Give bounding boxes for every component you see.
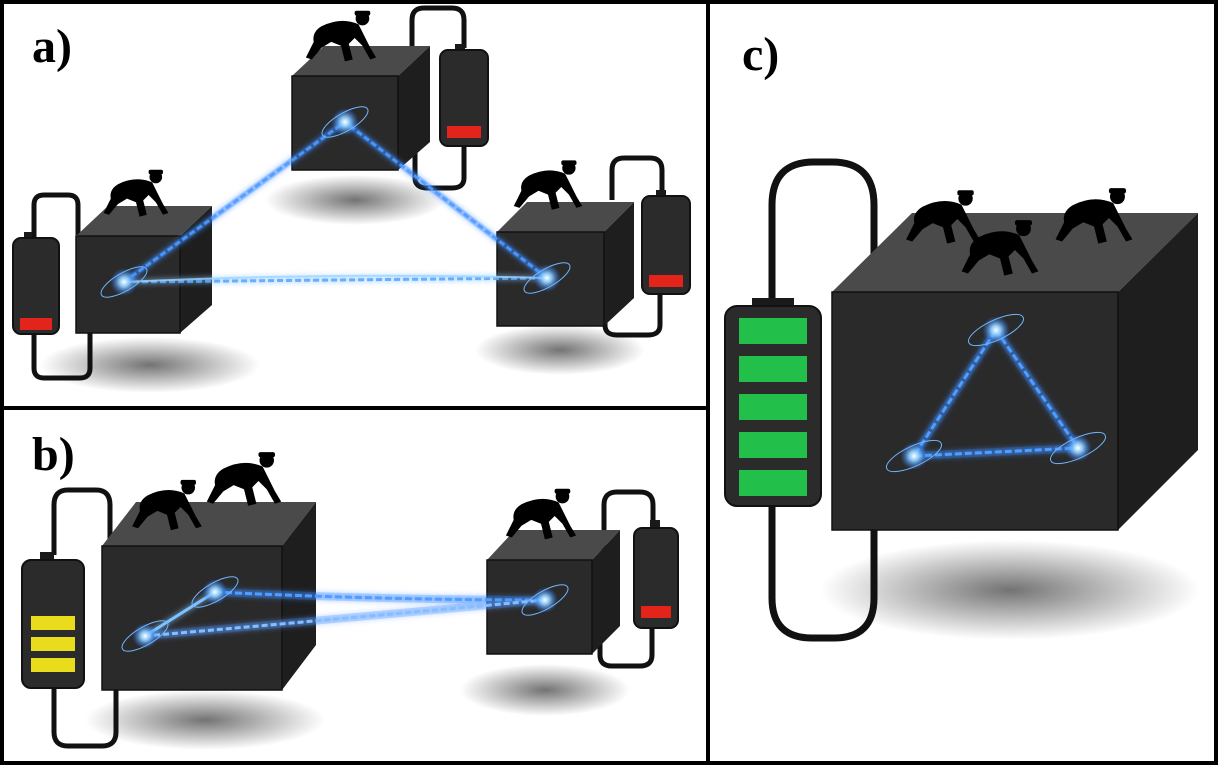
panel-a-label: a) bbox=[32, 20, 72, 73]
battery-b1-bar bbox=[31, 637, 75, 651]
battery-b1-bar bbox=[31, 616, 75, 630]
battery-a2-bar bbox=[447, 126, 481, 138]
battery-c1-bar bbox=[739, 432, 807, 458]
panel-c-label: c) bbox=[742, 28, 779, 81]
entanglement-link-icon bbox=[906, 322, 1086, 461]
atom-qubit-icon bbox=[1049, 431, 1107, 465]
battery-c1-bar bbox=[739, 394, 807, 420]
battery-b1 bbox=[21, 552, 85, 689]
cube-a1 bbox=[75, 206, 212, 334]
cube-c bbox=[831, 213, 1198, 531]
atom-qubit-icon bbox=[121, 620, 169, 652]
battery-c1-bar bbox=[739, 356, 807, 382]
atom-qubit-icon bbox=[521, 584, 569, 616]
battery-b2-bar bbox=[641, 606, 671, 618]
atom-qubit-icon bbox=[191, 576, 239, 608]
atom-qubit-icon bbox=[100, 266, 148, 298]
cube-a3 bbox=[496, 202, 634, 327]
battery-b2 bbox=[633, 520, 679, 629]
battery-a1 bbox=[12, 232, 60, 335]
panel-c bbox=[724, 158, 1200, 642]
worker-silhouette-icon bbox=[206, 452, 282, 506]
atom-qubit-icon bbox=[885, 439, 943, 473]
atom-qubit-icon bbox=[523, 262, 571, 294]
panel-a bbox=[12, 5, 691, 393]
panel-b-label: b) bbox=[32, 428, 75, 481]
battery-a2 bbox=[439, 44, 489, 147]
cube-a2 bbox=[291, 46, 430, 171]
battery-b1-bar bbox=[31, 658, 75, 672]
entanglement-link-icon bbox=[144, 588, 546, 640]
battery-c1-bar bbox=[739, 470, 807, 496]
panel-b bbox=[21, 452, 679, 750]
atom-qubit-icon bbox=[321, 106, 369, 138]
battery-c1 bbox=[724, 298, 822, 507]
battery-a1-bar bbox=[20, 318, 52, 330]
battery-a3-bar bbox=[649, 275, 683, 287]
battery-a3 bbox=[641, 190, 691, 295]
atom-qubit-icon bbox=[967, 313, 1025, 347]
battery-c1-bar bbox=[739, 318, 807, 344]
